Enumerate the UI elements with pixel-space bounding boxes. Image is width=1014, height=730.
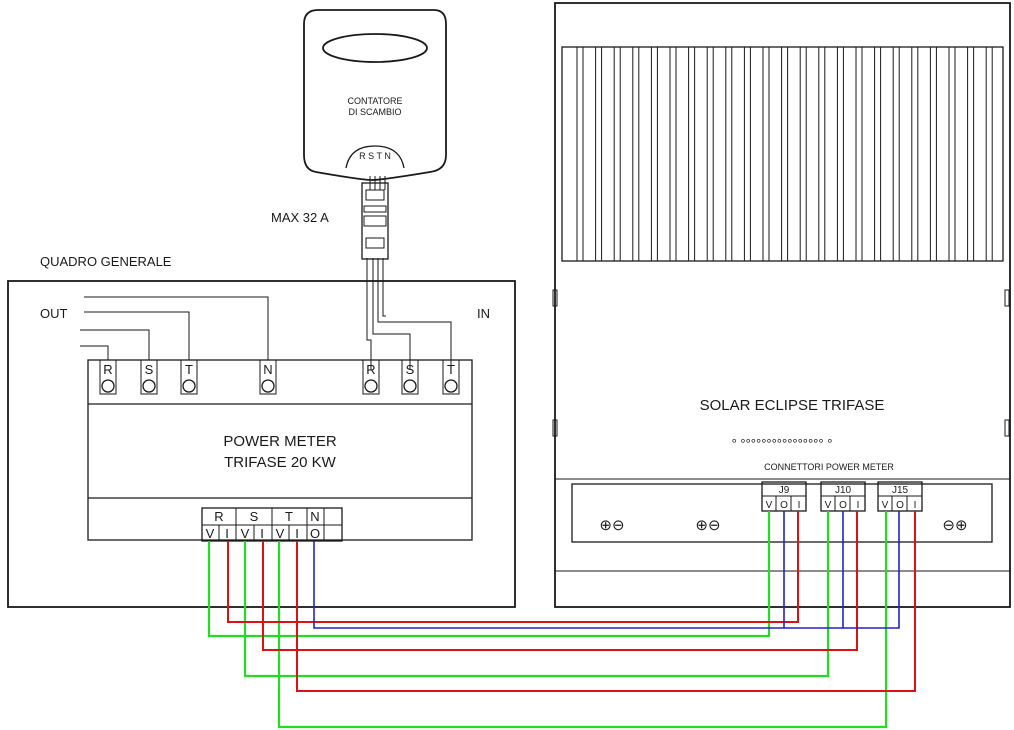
top-terminal-t-2: T — [180, 359, 198, 395]
connector-pin-v: V — [766, 500, 773, 511]
meter-title-line2: DI SCAMBIO — [348, 107, 401, 117]
top-terminal-label: T — [185, 362, 193, 377]
top-terminal-label: R — [366, 362, 375, 377]
general-panel — [7, 280, 516, 608]
breaker: MAX 32 A — [271, 176, 389, 260]
top-terminal-label: N — [263, 362, 272, 377]
pm-pin-4: I — [260, 526, 264, 541]
top-terminal-label: R — [103, 362, 112, 377]
wire-green-j15 — [277, 511, 888, 729]
top-terminal-s-1: S — [140, 359, 158, 395]
panel-in-label: IN — [477, 306, 490, 321]
connector-pin-i: I — [857, 500, 860, 511]
wire-blue-common — [313, 511, 900, 629]
signal-wires — [207, 511, 916, 729]
pm-pin-6: I — [295, 526, 299, 541]
pm-phase-r: R — [214, 509, 223, 524]
power-meter-title-line2: TRIFASE 20 KW — [224, 454, 337, 471]
connector-pin-o: O — [896, 500, 904, 511]
connector-pin-o: O — [839, 500, 847, 511]
top-terminal-n-3: N — [259, 359, 277, 395]
inverter-leds: ° °°°°°°°°°°°°°°°° ° — [732, 436, 833, 451]
top-terminal-label: S — [406, 362, 415, 377]
top-terminal-label: S — [145, 362, 154, 377]
pm-pin-1: V — [206, 526, 215, 541]
inverter-title: SOLAR ECLIPSE TRIFASE — [700, 397, 885, 414]
exchange-meter: CONTATORE DI SCAMBIO R S T N — [303, 9, 447, 181]
wire-red-j10 — [262, 511, 858, 651]
wire-green-j10 — [243, 511, 830, 678]
polarity-right: ⊖⊕ — [942, 517, 967, 534]
wire-red-j9 — [227, 511, 799, 623]
connector-caption: CONNETTORI POWER METER — [764, 462, 894, 472]
meter-title-line1: CONTATORE — [347, 96, 402, 106]
breaker-to-panel-wires — [366, 258, 452, 370]
top-terminal-r-0: R — [99, 359, 117, 395]
pm-phase-t: T — [285, 509, 293, 524]
heatsink-fins — [576, 46, 993, 262]
out-wires — [80, 296, 269, 360]
power-meter-housing — [87, 359, 473, 541]
top-terminal-t-6: T — [442, 359, 460, 395]
pm-pin-7: O — [310, 526, 320, 541]
pm-phase-n: N — [310, 509, 319, 524]
power-meter-title-line1: POWER METER — [223, 433, 337, 450]
power-meter-bottom-terminal-block: R S T N V I V I V I O — [201, 507, 343, 542]
connector-pin-v: V — [825, 500, 832, 511]
meter-terminal-letters: R S T N — [359, 151, 391, 161]
top-terminal-s-5: S — [401, 359, 419, 395]
pm-pin-2: I — [225, 526, 229, 541]
pm-pin-3: V — [241, 526, 250, 541]
wire-green-j9 — [207, 511, 771, 638]
top-terminal-r-4: R — [362, 359, 380, 395]
inverter: SOLAR ECLIPSE TRIFASE ° °°°°°°°°°°°°°°°°… — [552, 2, 1011, 608]
connector-name: J15 — [892, 485, 909, 496]
connector-pin-o: O — [780, 500, 788, 511]
connector-pin-v: V — [882, 500, 889, 511]
connector-name: J9 — [779, 485, 790, 496]
pm-phase-s: S — [250, 509, 259, 524]
connector-name: J10 — [835, 485, 852, 496]
panel-out-label: OUT — [40, 306, 68, 321]
wire-red-j15 — [296, 511, 916, 692]
polarity-left-1: ⊕⊖ — [599, 517, 624, 534]
connector-pin-i: I — [798, 500, 801, 511]
breaker-label: MAX 32 A — [271, 210, 329, 225]
polarity-left-2: ⊕⊖ — [695, 517, 720, 534]
connector-pin-i: I — [914, 500, 917, 511]
panel-title: QUADRO GENERALE — [40, 254, 172, 269]
pm-pin-5: V — [276, 526, 285, 541]
top-terminal-label: T — [447, 362, 455, 377]
